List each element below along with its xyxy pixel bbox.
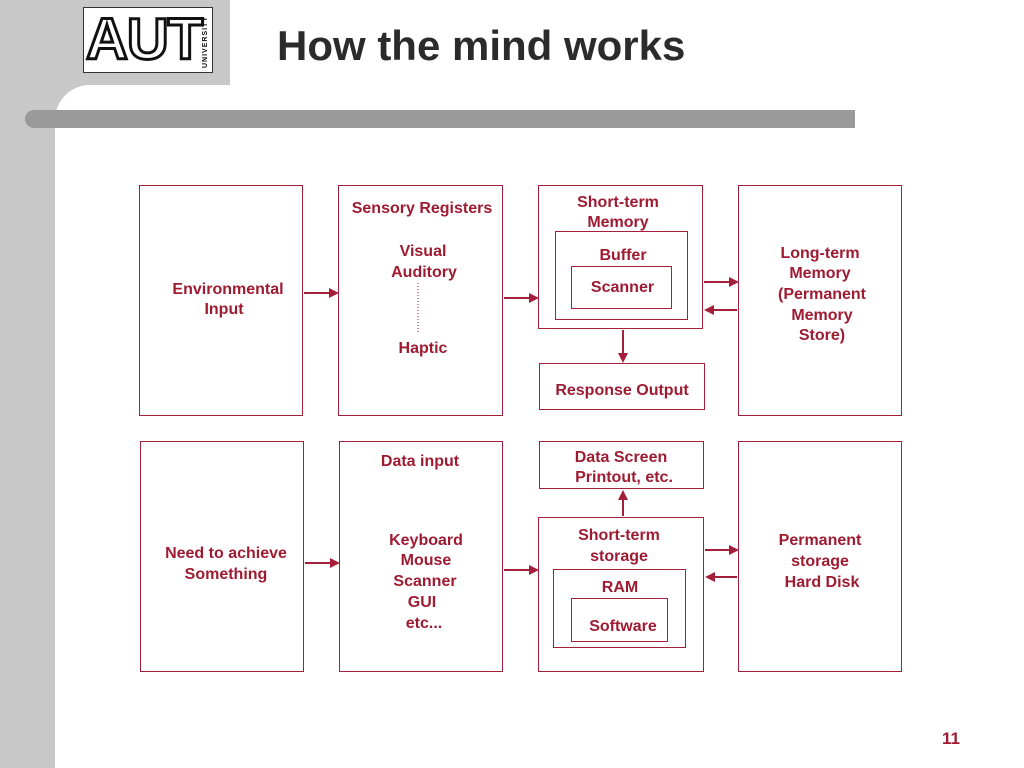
device-etc: etc... xyxy=(405,615,443,632)
title-underline-bar xyxy=(25,110,855,128)
device-keyboard: Keyboard xyxy=(389,532,463,549)
software-label: Software xyxy=(589,618,657,635)
response-output-box xyxy=(539,363,705,410)
aut-logo: AUT UNIVERSITY xyxy=(83,7,213,73)
long-term-memory-line1: Long-term xyxy=(780,245,860,262)
auditory-label: Auditory xyxy=(391,264,457,281)
data-screen-box xyxy=(539,441,704,489)
long-term-memory-line3: (Permanent xyxy=(777,286,867,303)
buffer-label: Buffer xyxy=(599,247,647,264)
device-scanner: Scanner xyxy=(393,573,457,590)
scanner-label: Scanner xyxy=(590,279,655,296)
scanner-box xyxy=(571,266,672,309)
short-term-memory-line2: Memory xyxy=(587,214,649,231)
long-term-memory-line2: Memory xyxy=(789,265,851,282)
permanent-storage-line2: storage xyxy=(791,553,849,570)
environmental-input-box xyxy=(139,185,303,416)
short-term-storage-line2: storage xyxy=(590,548,648,565)
ram-label: RAM xyxy=(601,579,639,596)
need-line2: Something xyxy=(184,566,268,583)
haptic-label: Haptic xyxy=(398,340,448,357)
data-input-box xyxy=(339,441,503,672)
data-screen-line1: Data Screen xyxy=(574,449,668,466)
page-number: 11 xyxy=(942,729,960,748)
slide-title: How the mind works xyxy=(277,22,686,69)
need-box xyxy=(140,441,304,672)
left-band xyxy=(0,0,55,768)
short-term-memory-line1: Short-term xyxy=(577,194,659,211)
permanent-storage-box xyxy=(738,441,902,672)
device-mouse: Mouse xyxy=(400,552,452,569)
sensory-registers-label: Sensory Registers xyxy=(351,200,493,217)
environmental-input-line2: Input xyxy=(204,301,244,318)
response-output-label: Response Output xyxy=(555,382,689,399)
long-term-memory-line4: Memory xyxy=(791,307,853,324)
data-screen-line2: Printout, etc. xyxy=(575,469,673,486)
long-term-memory-box xyxy=(738,185,902,416)
long-term-memory-line5: Store) xyxy=(798,327,846,344)
sensory-registers-box xyxy=(338,185,503,416)
visual-label: Visual xyxy=(399,243,447,260)
permanent-storage-line3: Hard Disk xyxy=(784,574,860,591)
logo-text: AUT xyxy=(84,7,204,72)
environmental-input-line1: Environmental xyxy=(172,281,284,298)
device-gui: GUI xyxy=(407,594,437,611)
data-input-label: Data input xyxy=(380,453,460,470)
need-line1: Need to achieve xyxy=(165,545,287,562)
permanent-storage-line1: Permanent xyxy=(778,532,862,549)
short-term-storage-line1: Short-term xyxy=(578,527,660,544)
software-box xyxy=(571,598,668,642)
